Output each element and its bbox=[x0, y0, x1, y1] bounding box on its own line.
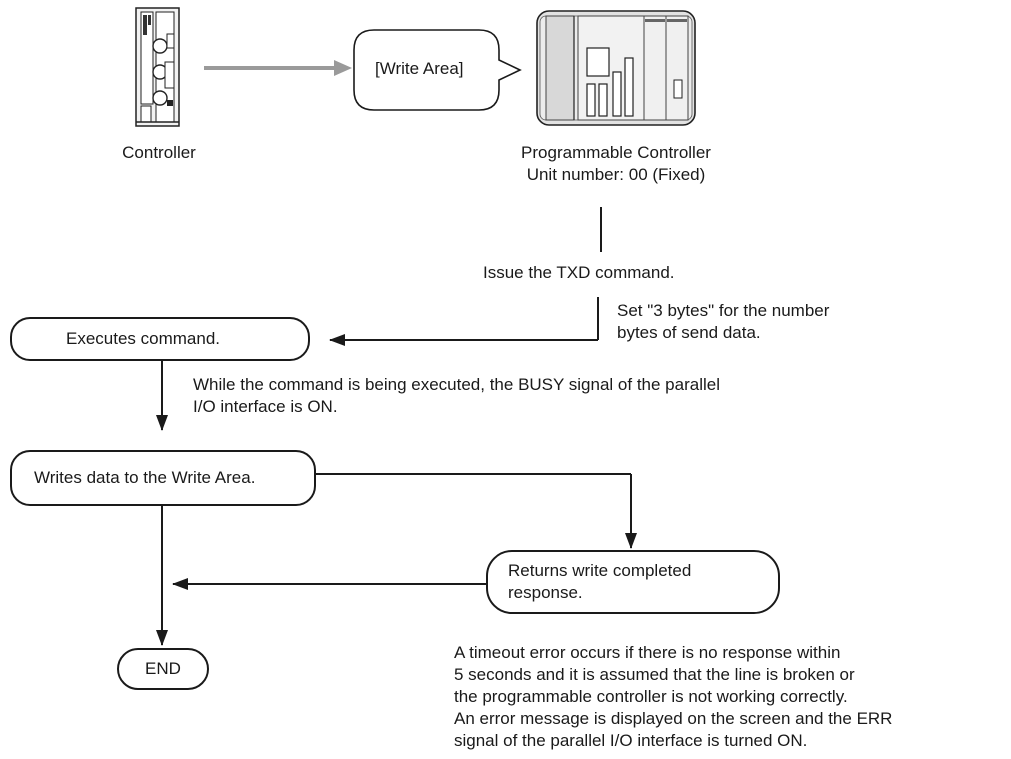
writes-data-box: Writes data to the Write Area. bbox=[10, 450, 316, 506]
plc-device-icon bbox=[536, 10, 696, 126]
write-area-label: [Write Area] bbox=[375, 59, 464, 78]
timeout-note-line: An error message is displayed on the scr… bbox=[454, 709, 893, 728]
timeout-note-line: signal of the parallel I/O interface is … bbox=[454, 731, 808, 750]
set-bytes-line1: Set "3 bytes" for the number bbox=[617, 301, 830, 320]
write-area-bubble bbox=[353, 29, 522, 111]
returns-line1: Returns write completed bbox=[508, 561, 692, 580]
end-label: END bbox=[145, 659, 181, 678]
timeout-note-line: 5 seconds and it is assumed that the lin… bbox=[454, 665, 855, 684]
returns-line2: response. bbox=[508, 583, 583, 602]
busy-note-line2: I/O interface is ON. bbox=[193, 397, 338, 416]
controller-label: Controller bbox=[122, 143, 196, 162]
timeout-note-line: A timeout error occurs if there is no re… bbox=[454, 643, 841, 662]
busy-note-line1: While the command is being executed, the… bbox=[193, 375, 720, 394]
plc-label-line1: Programmable Controller bbox=[521, 143, 711, 162]
end-box: END bbox=[117, 648, 209, 690]
executes-command-label: Executes command. bbox=[66, 329, 221, 348]
controller-device-icon bbox=[135, 7, 180, 127]
timeout-note-line: the programmable controller is not worki… bbox=[454, 687, 848, 706]
returns-response-box: Returns write completed response. bbox=[486, 550, 780, 614]
transfer-arrow-head bbox=[334, 60, 352, 76]
timeout-note: A timeout error occurs if there is no re… bbox=[454, 642, 892, 752]
set-bytes-line2: bytes of send data. bbox=[617, 323, 761, 342]
executes-command-box: Executes command. bbox=[10, 317, 310, 361]
issue-txd-label: Issue the TXD command. bbox=[483, 263, 675, 282]
plc-label-line2: Unit number: 00 (Fixed) bbox=[526, 165, 706, 184]
writes-data-label: Writes data to the Write Area. bbox=[34, 468, 256, 487]
